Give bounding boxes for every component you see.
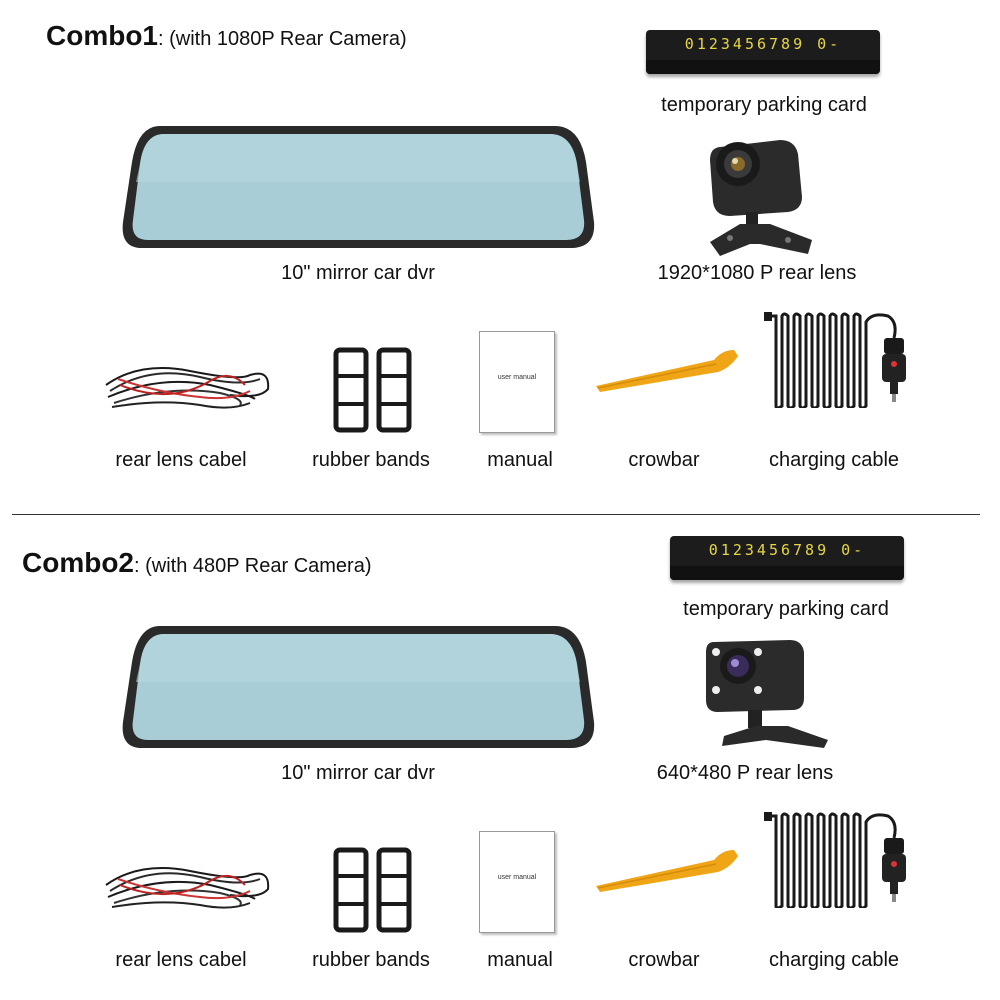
rear-camera-480p-image: [706, 640, 828, 748]
rubber-bands-image: [333, 347, 412, 433]
manual-cover-text: user manual: [497, 874, 537, 881]
manual-image: user manual: [479, 331, 555, 433]
charging-cable-label: charging cable: [768, 949, 900, 971]
charging-cable-label: charging cable: [768, 449, 900, 471]
crowbar-image: [596, 350, 738, 392]
charging-cable-image: [764, 312, 906, 408]
parking-card-label: temporary parking card: [661, 94, 867, 116]
rear-lens-cable-label: rear lens cabel: [115, 949, 247, 971]
section-divider: [12, 514, 980, 515]
manual-cover-text: user manual: [497, 374, 537, 381]
crowbar-label: crowbar: [628, 949, 700, 971]
rubber-bands-label: rubber bands: [312, 949, 430, 971]
parking-card-digits: 0123456789 0-: [708, 541, 866, 559]
manual-image: user manual: [479, 831, 555, 933]
rear-lens-cable-image: [105, 867, 270, 909]
charging-cable-image: [764, 812, 906, 908]
manual-label: manual: [487, 949, 553, 971]
combo1-title: Combo1: (with 1080P Rear Camera): [46, 20, 407, 52]
combo2-title: Combo2: (with 480P Rear Camera): [22, 547, 372, 579]
mirror-dvr-label: 10" mirror car dvr: [281, 262, 435, 284]
combo1-name: Combo1: [46, 20, 158, 51]
parking-card-image: 0123456789 0-: [670, 536, 904, 580]
combo1-subtitle: : (with 1080P Rear Camera): [158, 28, 407, 50]
rear-camera-1080p-image: [710, 140, 812, 256]
manual-label: manual: [487, 449, 553, 471]
mirror-dvr-image: [122, 126, 595, 248]
rubber-bands-image: [333, 847, 412, 933]
rear-lens-cable-image: [105, 367, 270, 409]
combo2-name: Combo2: [22, 547, 134, 578]
parking-card-digits: 0123456789 0-: [684, 35, 842, 53]
rubber-bands-label: rubber bands: [312, 449, 430, 471]
mirror-dvr-label: 10" mirror car dvr: [281, 762, 435, 784]
combo2-subtitle: : (with 480P Rear Camera): [134, 555, 372, 577]
mirror-dvr-image: [122, 626, 595, 748]
crowbar-image: [596, 850, 738, 892]
rear-lens-1080p-label: 1920*1080 P rear lens: [657, 262, 857, 284]
rear-lens-480p-label: 640*480 P rear lens: [656, 762, 834, 784]
crowbar-label: crowbar: [628, 449, 700, 471]
rear-lens-cable-label: rear lens cabel: [115, 449, 247, 471]
parking-card-image: 0123456789 0-: [646, 30, 880, 74]
parking-card-label: temporary parking card: [683, 598, 889, 620]
